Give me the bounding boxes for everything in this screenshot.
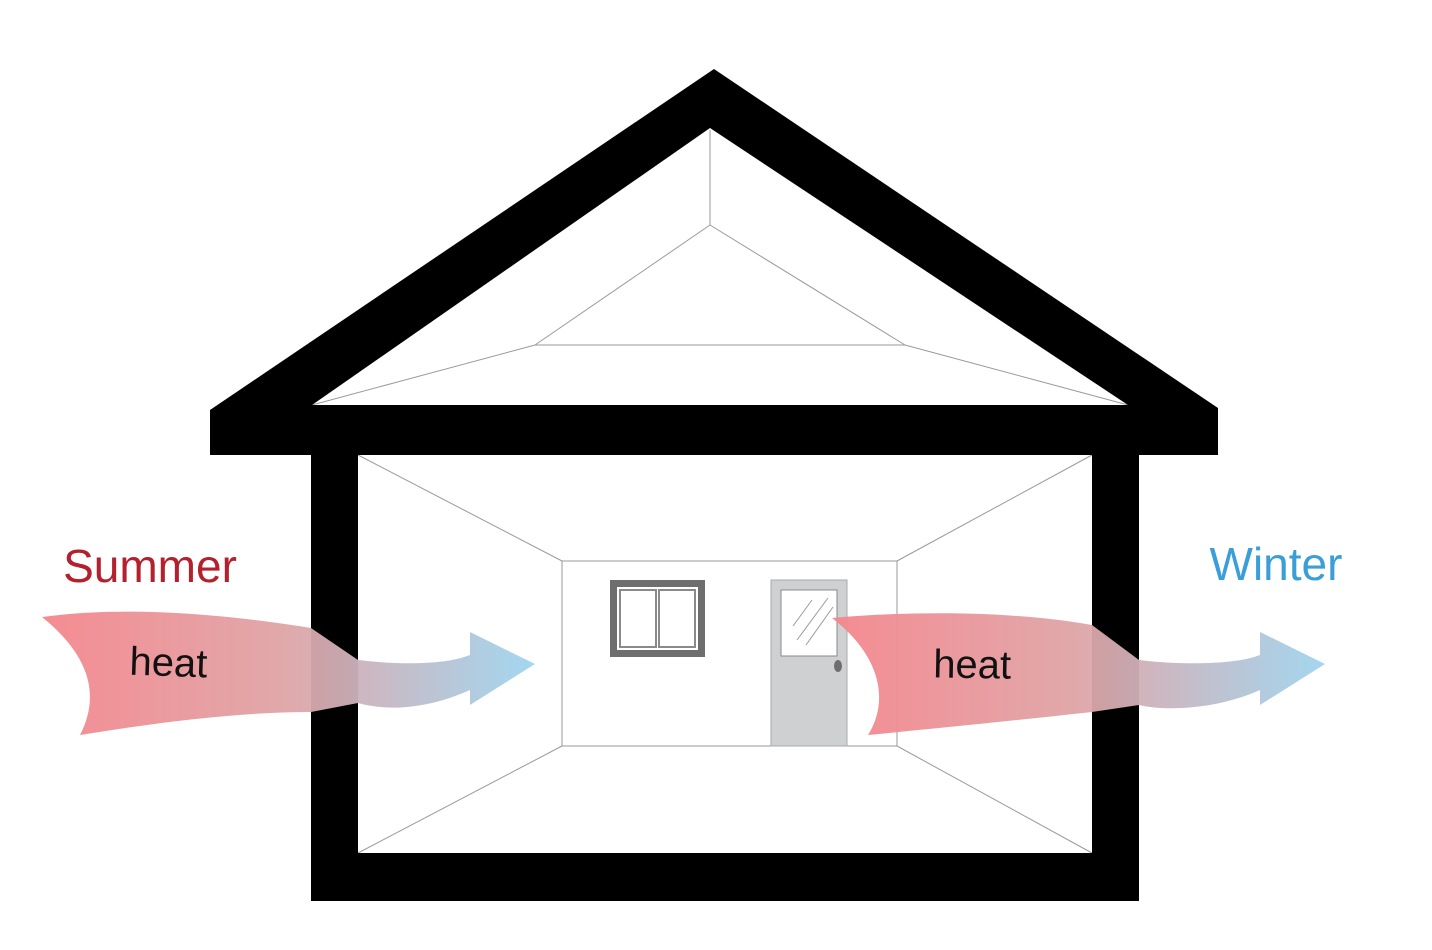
heat-arrow-summer: heat bbox=[42, 611, 535, 735]
winter-label: Winter bbox=[1210, 538, 1343, 590]
heat-label-summer: heat bbox=[129, 640, 208, 687]
attic-lines bbox=[311, 130, 1129, 406]
roof bbox=[210, 69, 1218, 455]
house-icon bbox=[210, 69, 1218, 901]
summer-label: Summer bbox=[63, 540, 237, 592]
door-icon bbox=[770, 579, 848, 747]
heat-arrow-winter: heat bbox=[832, 613, 1325, 735]
window-icon bbox=[610, 580, 705, 657]
heat-label-winter: heat bbox=[933, 642, 1012, 687]
floor bbox=[311, 853, 1139, 901]
